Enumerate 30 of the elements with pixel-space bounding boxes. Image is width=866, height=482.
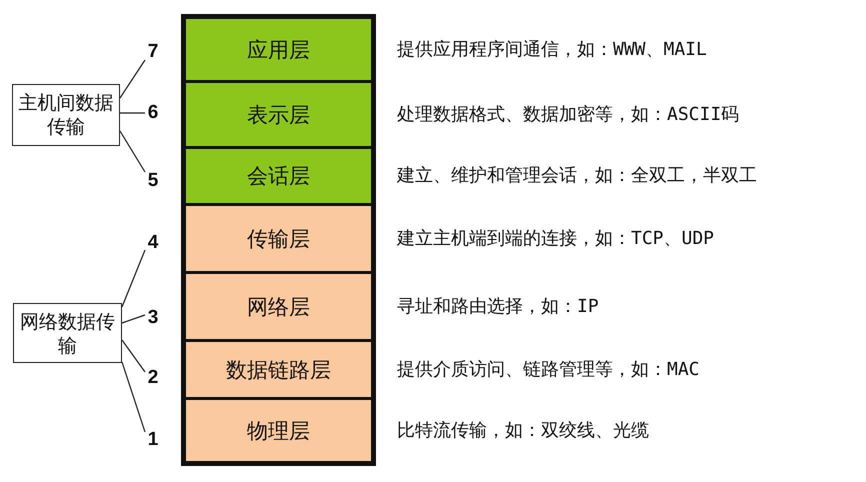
layer-box: 传输层	[186, 206, 371, 271]
layer-description: 处理数据格式、数据加密等，如：ASCII码	[397, 104, 740, 126]
layer-number: 3	[145, 307, 161, 329]
layer-box: 应用层	[186, 19, 371, 80]
connector-line	[122, 314, 146, 324]
connector-line	[121, 362, 146, 432]
layer-number: 7	[145, 41, 161, 63]
layer-box: 会话层	[186, 149, 371, 203]
layer-description: 提供应用程序间通信，如：WWW、MAIL	[397, 38, 707, 60]
connector-line	[119, 130, 146, 172]
layer-box: 表示层	[186, 83, 371, 146]
connector-line	[121, 250, 146, 308]
connector-line	[122, 340, 146, 372]
layer-description: 建立、维护和管理会话，如：全双工，半双工	[397, 165, 757, 187]
layer-number: 6	[145, 102, 161, 124]
layer-description: 建立主机端到端的连接，如：TCP、UDP	[397, 228, 714, 250]
layer-number: 2	[145, 367, 161, 389]
group-label-box: 网络数据传输	[13, 303, 122, 363]
layer-description: 比特流传输，如：双绞线、光缆	[397, 420, 649, 442]
layer-description: 寻址和路由选择，如：IP	[397, 296, 599, 318]
layer-number: 5	[145, 170, 161, 192]
connector-line	[120, 60, 146, 98]
layer-box: 物理层	[186, 400, 371, 461]
layer-number: 4	[145, 232, 161, 254]
layer-number: 1	[145, 429, 161, 451]
layer-box: 数据链路层	[186, 342, 371, 397]
connector-line	[120, 112, 145, 114]
layer-box: 网络层	[186, 274, 371, 339]
group-label-box: 主机间数据传输	[12, 84, 120, 146]
layer-description: 提供介质访问、链路管理等，如：MAC	[397, 358, 700, 380]
